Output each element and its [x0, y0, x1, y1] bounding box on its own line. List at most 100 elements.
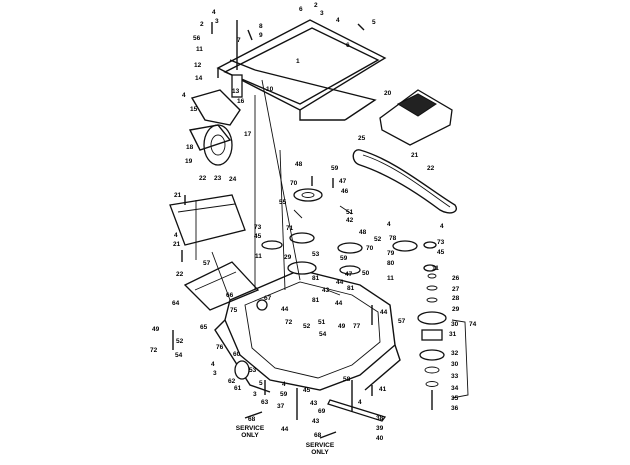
svg-text:6: 6: [346, 42, 350, 49]
svg-text:37: 37: [277, 403, 285, 410]
svg-text:58: 58: [343, 376, 351, 383]
svg-text:53: 53: [312, 251, 320, 258]
svg-text:68: 68: [314, 432, 322, 439]
svg-text:21: 21: [174, 192, 182, 199]
svg-text:44: 44: [380, 309, 388, 316]
svg-text:27: 27: [452, 286, 460, 293]
pulley-group: [261, 188, 437, 275]
svg-text:43: 43: [310, 400, 318, 407]
svg-text:42: 42: [346, 217, 354, 224]
svg-text:44: 44: [281, 426, 289, 433]
svg-text:30: 30: [451, 361, 459, 368]
svg-text:69: 69: [318, 408, 326, 415]
hardware-bolts: [172, 22, 373, 439]
svg-text:5: 5: [372, 19, 376, 26]
svg-text:59: 59: [331, 165, 339, 172]
svg-text:20: 20: [384, 90, 392, 97]
svg-text:50: 50: [362, 270, 370, 277]
svg-text:22: 22: [427, 165, 435, 172]
svg-text:74: 74: [469, 321, 477, 328]
svg-text:45: 45: [303, 387, 311, 394]
mower-blade: [327, 399, 387, 422]
svg-text:10: 10: [266, 86, 274, 93]
svg-text:35: 35: [451, 395, 459, 402]
svg-text:33: 33: [451, 373, 459, 380]
svg-text:4: 4: [174, 232, 178, 239]
svg-text:19: 19: [185, 158, 193, 165]
svg-text:4: 4: [212, 9, 216, 16]
svg-text:16: 16: [237, 98, 245, 105]
svg-text:60: 60: [233, 351, 241, 358]
svg-text:23: 23: [214, 175, 222, 182]
svg-text:4: 4: [387, 221, 391, 228]
svg-text:3: 3: [213, 370, 217, 377]
svg-text:47: 47: [339, 178, 347, 185]
svg-text:43: 43: [322, 287, 330, 294]
svg-text:52: 52: [303, 323, 311, 330]
svg-text:73: 73: [254, 224, 262, 231]
svg-text:8: 8: [259, 23, 263, 30]
svg-text:4: 4: [440, 223, 444, 230]
svg-text:51: 51: [318, 319, 326, 326]
svg-text:67: 67: [264, 295, 272, 302]
svg-text:48: 48: [295, 161, 303, 168]
svg-text:9: 9: [259, 32, 263, 39]
svg-text:11: 11: [387, 275, 394, 282]
svg-text:44: 44: [336, 279, 344, 286]
svg-text:70: 70: [366, 245, 374, 252]
drive-belt: [352, 149, 457, 214]
svg-text:3: 3: [253, 391, 257, 398]
svg-text:14: 14: [195, 75, 203, 82]
svg-text:57: 57: [203, 260, 211, 267]
service-note-line-3: SERVICE: [306, 442, 335, 449]
svg-text:49: 49: [338, 323, 346, 330]
svg-text:59: 59: [280, 391, 288, 398]
svg-text:64: 64: [172, 300, 180, 307]
svg-text:70: 70: [290, 180, 298, 187]
svg-text:51: 51: [346, 209, 354, 216]
svg-text:75: 75: [230, 307, 238, 314]
svg-text:81: 81: [312, 297, 320, 304]
svg-text:3: 3: [215, 18, 219, 25]
svg-text:5: 5: [259, 380, 263, 387]
svg-text:61: 61: [234, 385, 242, 392]
svg-text:45: 45: [254, 233, 262, 240]
svg-text:44: 44: [281, 306, 289, 313]
svg-text:48: 48: [359, 229, 367, 236]
svg-text:30: 30: [451, 321, 459, 328]
svg-text:34: 34: [451, 385, 459, 392]
svg-text:11: 11: [432, 265, 439, 272]
svg-text:72: 72: [285, 319, 293, 326]
svg-text:4: 4: [358, 399, 362, 406]
svg-text:29: 29: [284, 254, 292, 261]
svg-text:15: 15: [190, 106, 198, 113]
svg-text:44: 44: [335, 300, 343, 307]
svg-text:31: 31: [449, 331, 457, 338]
svg-text:4: 4: [336, 17, 340, 24]
svg-text:80: 80: [387, 260, 395, 267]
svg-text:1: 1: [296, 58, 300, 65]
svg-text:41: 41: [379, 386, 387, 393]
svg-text:81: 81: [347, 285, 355, 292]
service-only-note-2: SERVICE ONLY: [306, 442, 335, 456]
svg-text:4: 4: [282, 381, 286, 388]
svg-text:78: 78: [389, 235, 397, 242]
anti-scalp-roller: [234, 299, 268, 380]
svg-text:11: 11: [196, 46, 203, 53]
svg-text:32: 32: [451, 350, 459, 357]
svg-text:4: 4: [182, 92, 186, 99]
svg-text:18: 18: [186, 144, 194, 151]
svg-text:76: 76: [216, 344, 224, 351]
svg-text:59: 59: [340, 255, 348, 262]
svg-text:66: 66: [226, 292, 234, 299]
svg-text:11: 11: [255, 253, 262, 260]
svg-text:36: 36: [451, 405, 459, 412]
service-note-line-2: ONLY: [241, 432, 259, 439]
svg-text:2: 2: [314, 2, 318, 9]
svg-text:12: 12: [194, 62, 202, 69]
svg-text:28: 28: [452, 295, 460, 302]
svg-text:24: 24: [229, 176, 237, 183]
svg-text:21: 21: [173, 241, 181, 248]
